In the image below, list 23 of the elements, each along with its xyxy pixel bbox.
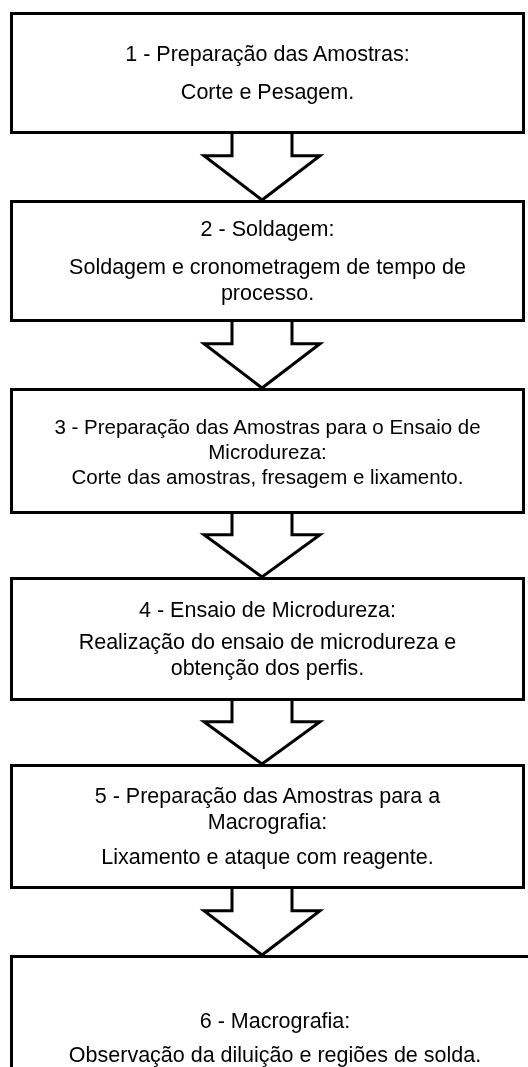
step-description: Realização do ensaio de microdureza e obtenção dos perfis. [77, 628, 458, 682]
step-description: Soldagem e cronometragem de tempo de processo. [68, 253, 467, 307]
step-description: Corte das amostras, fresagem e lixamento. [71, 463, 464, 489]
block-arrow [199, 132, 325, 202]
process-box [10, 764, 525, 889]
step-heading: 5 - Preparação das Amostras para a Macrografia: [93, 783, 442, 836]
block-arrow [199, 512, 325, 579]
process-box [10, 955, 528, 1067]
step-description: Observação da diluição e regiões de solda. [68, 1042, 482, 1067]
step-heading: 4 - Ensaio de Microdureza: [139, 596, 396, 623]
process-box [10, 12, 525, 134]
block-arrow [199, 887, 325, 957]
step-heading: 6 - Macrografia: [199, 1008, 351, 1035]
step-heading: 2 - Soldagem: [200, 215, 335, 242]
step-heading: 1 - Preparação das Amostras: [125, 40, 410, 67]
process-box [10, 200, 525, 322]
block-arrow [199, 320, 325, 390]
step-description: Lixamento e ataque com reagente. [101, 843, 434, 870]
process-box [10, 388, 525, 514]
step-heading: 3 - Preparação das Amostras para o Ensaio de Microdureza: [53, 413, 482, 464]
block-arrow [199, 699, 325, 766]
step-description: Corte e Pesagem. [180, 79, 355, 106]
process-box [10, 577, 525, 701]
